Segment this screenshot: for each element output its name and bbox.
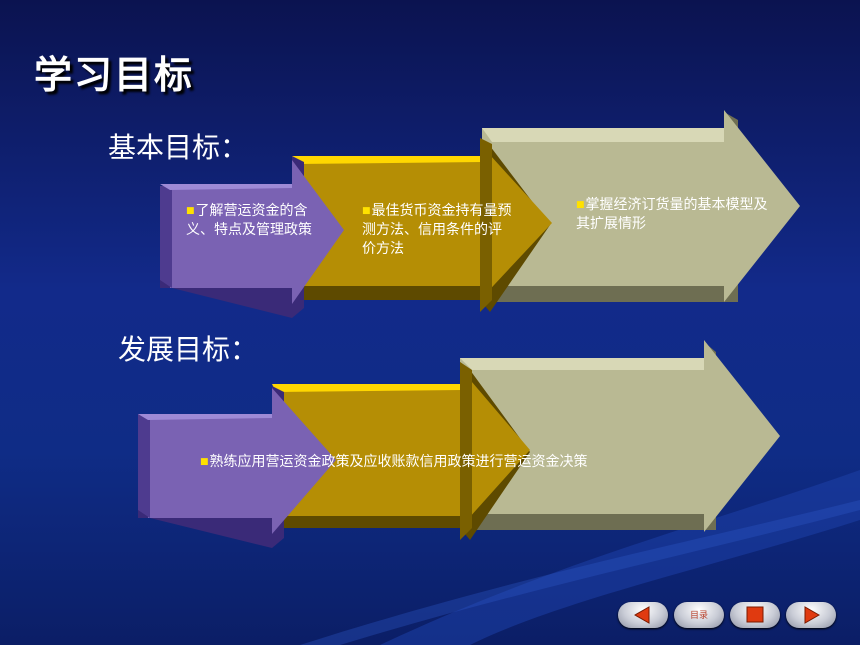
bullet-icon: ■	[200, 457, 209, 467]
development-goals-heading: 发展目标：	[118, 333, 259, 366]
home-button[interactable]: 目录	[674, 602, 724, 628]
basic-goal-1-text: 了解营运资金的含义、特点及管理政策	[186, 203, 312, 238]
basic-arrow-2	[292, 138, 552, 312]
development-goal-1-text: 熟练应用营运资金政策及应收账款信用政策进行营运资金决策	[209, 454, 588, 470]
next-button[interactable]	[786, 602, 836, 628]
previous-button[interactable]	[618, 602, 668, 628]
bullet-icon: ■	[186, 206, 195, 216]
bullet-icon: ■	[362, 206, 371, 216]
basic-goal-3-text: 掌握经济订货量的基本模型及其扩展情形	[576, 197, 768, 232]
basic-goals-heading: 基本目标：	[108, 131, 249, 164]
basic-arrow-1	[160, 156, 344, 318]
basic-goal-2-text: 最佳货币资金持有量预测方法、信用条件的评价方法	[362, 203, 512, 257]
basic-goal-2: ■最佳货币资金持有量预测方法、信用条件的评价方法	[362, 202, 512, 259]
end-button[interactable]	[730, 602, 780, 628]
basic-goal-3: ■掌握经济订货量的基本模型及其扩展情形	[576, 196, 776, 234]
arrow-right-icon	[804, 606, 821, 624]
bullet-icon: ■	[576, 200, 585, 210]
development-arrow-3	[460, 340, 780, 532]
development-goal-1: ■熟练应用营运资金政策及应收账款信用政策进行营运资金决策	[200, 453, 700, 472]
home-label: 目录	[689, 611, 708, 621]
development-arrow-1	[138, 386, 336, 548]
basic-arrow-3	[482, 110, 800, 302]
stop-square-icon	[746, 606, 764, 623]
basic-goal-1: ■了解营运资金的含义、特点及管理政策	[186, 202, 326, 240]
slide-title: 学习目标	[34, 53, 195, 97]
development-arrow-2	[272, 362, 530, 540]
arrow-left-icon	[633, 606, 650, 624]
